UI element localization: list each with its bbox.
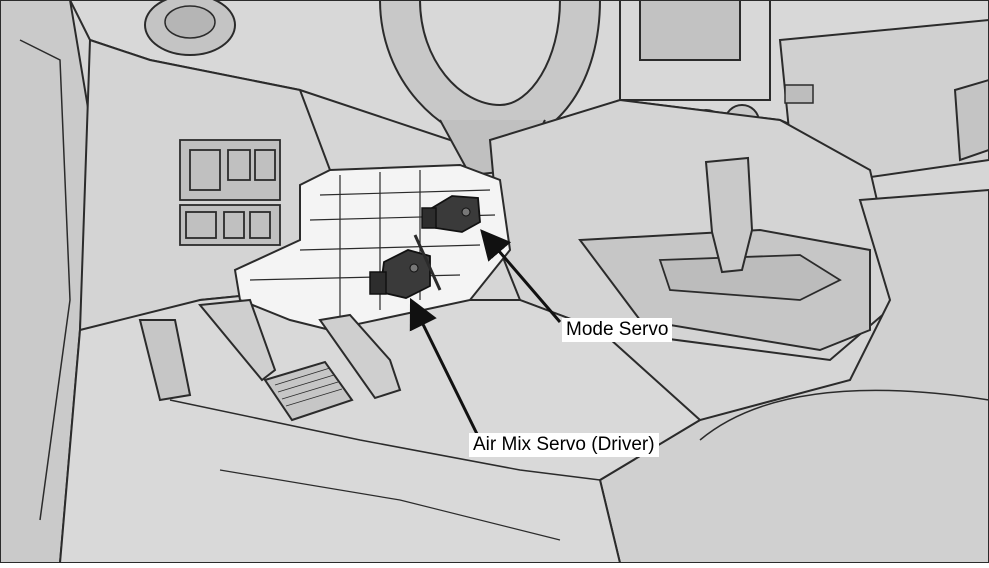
- arrow-icon: [480, 229, 562, 323]
- steering-wheel: [378, 0, 602, 147]
- brake-pedal-pad: [274, 367, 343, 407]
- door-trim: [19, 39, 71, 521]
- mode-servo-label: Mode Servo: [562, 318, 673, 342]
- shift-lever: [704, 156, 754, 274]
- mode-servo-icon: [421, 195, 481, 233]
- arrow-icon: [409, 297, 480, 437]
- switch-panel: [179, 139, 281, 246]
- air-mix-servo-label: Air Mix Servo (Driver): [469, 433, 659, 457]
- center-display: [639, 0, 741, 61]
- glovebox: [778, 18, 989, 182]
- air-mix-servo-icon: [369, 249, 431, 299]
- right-air-vent: [953, 78, 989, 162]
- shift-boot: [658, 254, 842, 301]
